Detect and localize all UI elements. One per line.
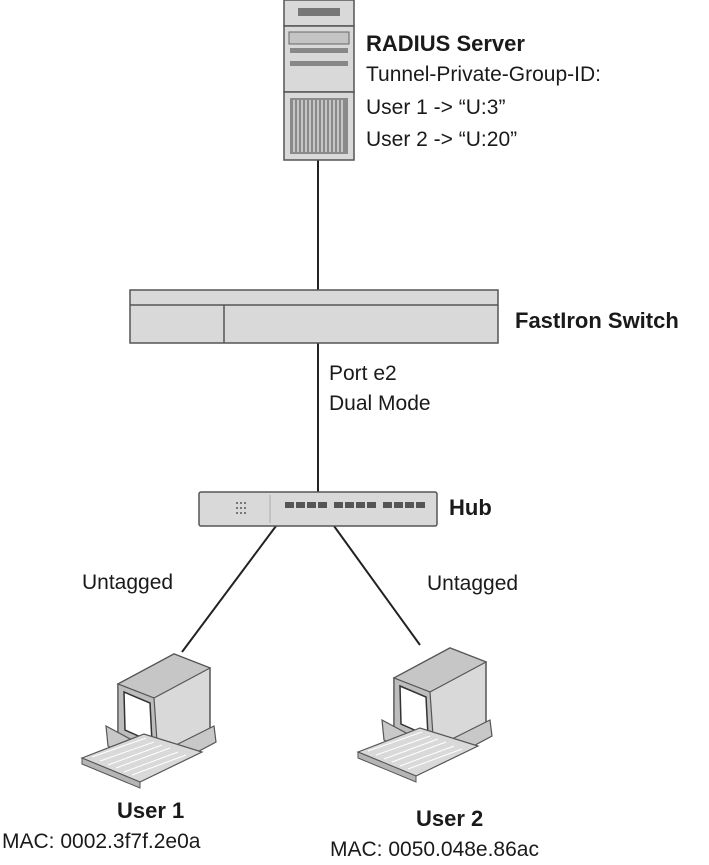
computer-icon <box>80 653 217 789</box>
switch-icon <box>129 289 499 344</box>
link-left-label: Untagged <box>82 571 174 594</box>
radius-user2-mapping: User 2 -> “U:20” <box>366 128 518 151</box>
hub-icon <box>198 491 438 527</box>
switch-title: FastIron Switch <box>515 308 679 333</box>
radius-user1-mapping: User 1 -> “U:3” <box>366 96 506 119</box>
link-hub-user1 <box>181 525 277 653</box>
user2-name: User 2 <box>416 806 484 831</box>
user1-mac: MAC: 0002.3f7f.2e0a <box>2 830 201 853</box>
radius-server-title: RADIUS Server <box>366 31 525 56</box>
user1-name: User 1 <box>117 798 185 823</box>
link-right-label: Untagged <box>427 572 519 595</box>
port-label: Port e2 <box>329 362 397 385</box>
computer-icon <box>356 647 493 783</box>
radius-attribute-label: Tunnel-Private-Group-ID: <box>366 63 601 86</box>
link-hub-user2 <box>333 525 421 646</box>
port-mode-label: Dual Mode <box>329 392 431 415</box>
radius-server-icon <box>283 0 355 161</box>
user2-mac: MAC: 0050.048e.86ac <box>330 838 539 861</box>
hub-title: Hub <box>449 495 492 520</box>
